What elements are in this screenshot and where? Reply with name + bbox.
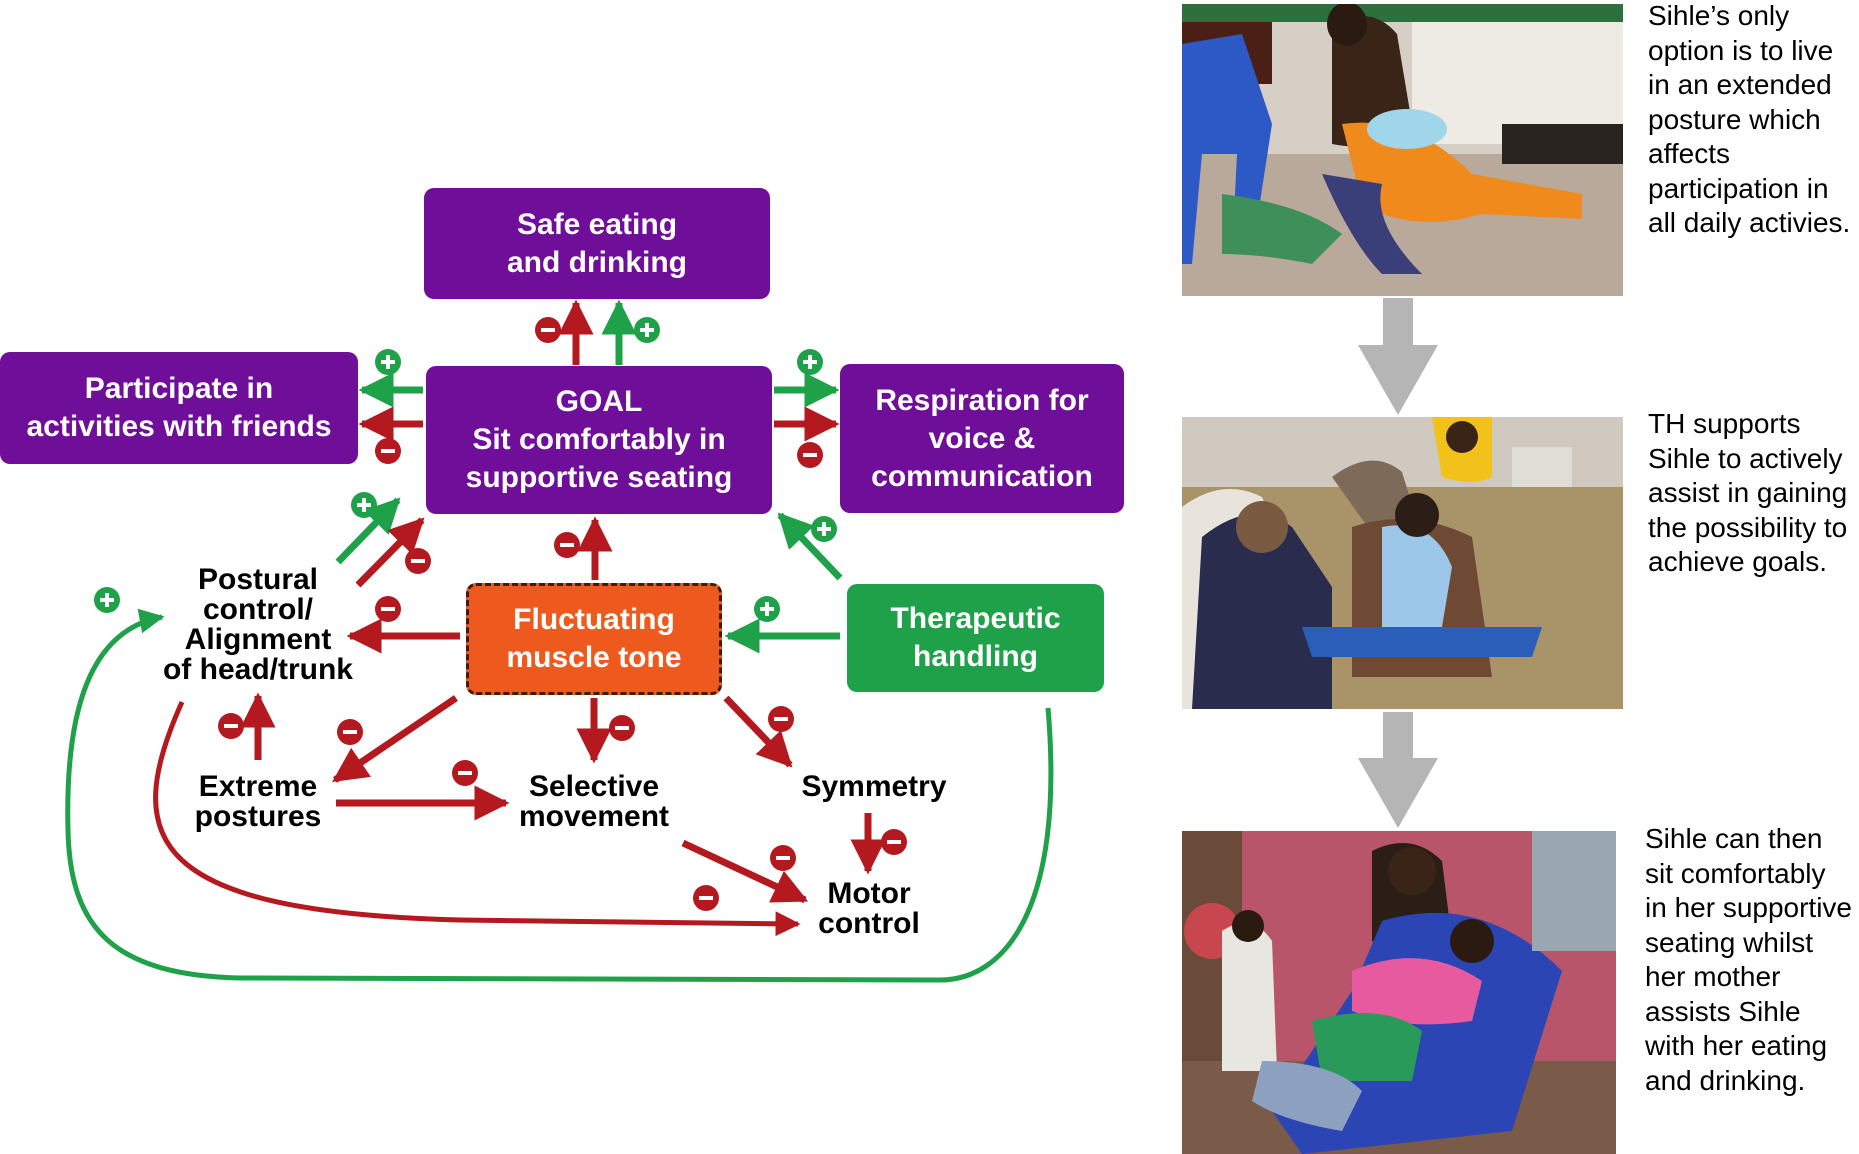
minus-badge-icon [881, 829, 907, 855]
plus-badge-icon [811, 516, 837, 542]
plus-badge-icon [375, 349, 401, 375]
symmetry-label: Symmetry [801, 770, 947, 803]
minus-badge-icon [609, 715, 635, 741]
minus-badge-icon [797, 442, 823, 468]
tone-arrows [65, 608, 1054, 983]
participate-box: Participate in activities with friends [0, 352, 358, 464]
selective-movement-label: Selective movement [518, 770, 670, 833]
respiration-box: Respiration for voice & communication [840, 364, 1124, 513]
green-arrow-postural-to-goal [335, 497, 401, 565]
minus-badge-icon [218, 713, 244, 739]
photo-extended-posture [1182, 4, 1623, 296]
red-arrow-selective-to-motor [681, 839, 809, 904]
minus-badge-icon [535, 317, 561, 343]
down-arrow-icon [1358, 298, 1438, 415]
plus-badge-icon [634, 317, 660, 343]
minus-badge-icon [405, 548, 431, 574]
therapeutic-handling-box: Therapeutic handling [847, 584, 1104, 692]
motor-control-label: Motor control [818, 877, 920, 940]
down-arrow-icon [1358, 712, 1438, 828]
caption-supportive-seating: Sihle can then sit comfortably in her su… [1645, 823, 1853, 1096]
plus-badge-icon [351, 492, 377, 518]
goal-box: GOAL Sit comfortably in supportive seati… [426, 366, 772, 514]
red-curve-postural-to-motor [153, 700, 801, 937]
caption-therapeutic-handling: TH supports Sihle to actively assist in … [1648, 408, 1848, 577]
minus-badge-icon [375, 596, 401, 622]
red-arrow-tone-to-symmetry [723, 695, 793, 768]
extreme-postures-label: Extreme postures [194, 770, 322, 833]
minus-badge-icon [452, 760, 478, 786]
minus-badge-icon [375, 438, 401, 464]
plus-badge-icon [94, 587, 120, 613]
minus-badge-icon [768, 706, 794, 732]
plus-badge-icon [797, 349, 823, 375]
photo-therapeutic-handling [1182, 417, 1623, 709]
green-curve-handling-to-postural [65, 608, 1054, 983]
goal-arrows [335, 299, 843, 588]
minus-badge-icon [554, 532, 580, 558]
photo-supportive-seating [1182, 831, 1616, 1154]
minus-badge-icon [770, 845, 796, 871]
red-arrow-tone-to-extreme [332, 695, 458, 783]
minus-badge-icon [693, 885, 719, 911]
sign-badges [94, 317, 907, 911]
fluctuating-tone-box: Fluctuating muscle tone [466, 583, 722, 695]
green-arrow-handling-to-goal [777, 512, 843, 581]
safe-eating-box: Safe eating and drinking [424, 188, 770, 299]
red-arrow-postural-to-goal [355, 517, 425, 588]
minus-badge-icon [337, 719, 363, 745]
postural-control-label: Postural control/ Alignment of head/trun… [162, 563, 353, 686]
caption-extended-posture: Sihle’s only option is to live in an ext… [1648, 0, 1851, 238]
plus-badge-icon [754, 596, 780, 622]
